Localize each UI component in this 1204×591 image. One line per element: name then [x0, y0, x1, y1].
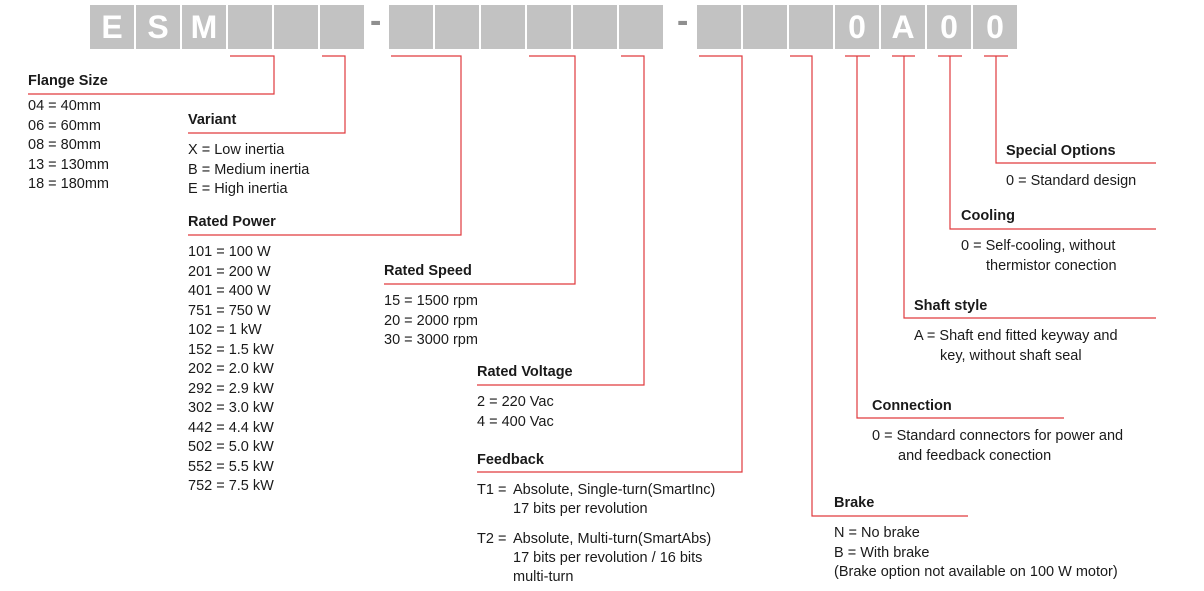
variant-connector — [188, 55, 346, 134]
power-item: 201 = 200 W — [188, 263, 271, 280]
code-box-11 — [573, 5, 617, 49]
feedback-t2-line: 17 bits per revolution / 16 bits — [513, 550, 703, 566]
power-item: 752 = 7.5 kW — [188, 478, 274, 494]
cooling-connector-drop — [949, 56, 1156, 230]
code-box-1: E — [90, 5, 134, 49]
feedback-t2-line: Absolute, Multi-turn(SmartAbs) — [513, 531, 712, 547]
code-box-3: M — [182, 5, 226, 49]
speed-title: Rated Speed — [384, 263, 472, 279]
feedback-t1-line: Absolute, Single-turn(SmartInc) — [513, 482, 716, 498]
speed-item: 15 = 1500 rpm — [384, 293, 478, 309]
feedback-t2-desc: Absolute, Multi-turn(SmartAbs) 17 bits p… — [513, 530, 711, 587]
power-item: 302 = 3.0 kW — [188, 400, 274, 416]
code-box-17: A — [881, 5, 925, 49]
flange-item: 13 = 130mm — [28, 156, 110, 173]
feedback-t2-code: T2 = — [477, 531, 507, 547]
voltage-item: 4 = 400 Vac — [477, 413, 554, 430]
power-item: 202 = 2.0 kW — [188, 361, 274, 377]
variant-items: X = Low inertia B = Medium inertia E = H… — [188, 141, 309, 200]
power-item: 292 = 2.9 kW — [188, 380, 274, 397]
connection-items: 0 = Standard connectors for power and an… — [872, 427, 1123, 466]
feedback-t2-line: multi-turn — [513, 569, 574, 585]
flange-item: 08 = 80mm — [28, 137, 101, 153]
variant-item: B = Medium inertia — [188, 161, 310, 178]
power-item: 152 = 1.5 kW — [188, 341, 274, 358]
shaft-connector-drop — [903, 56, 1156, 319]
code-box-10 — [527, 5, 571, 49]
code-box-14 — [743, 5, 787, 49]
special-items: 0 = Standard design — [1006, 172, 1136, 192]
variant-item: E = High inertia — [188, 181, 288, 197]
power-item: 502 = 5.0 kW — [188, 439, 274, 455]
cooling-item: 0 = Self-cooling, without — [961, 238, 1116, 254]
flange-item: 06 = 60mm — [28, 117, 101, 134]
shaft-items: A = Shaft end fitted keyway and key, wit… — [914, 327, 1118, 366]
voltage-title: Rated Voltage — [477, 364, 573, 380]
code-box-9 — [481, 5, 525, 49]
special-item: 0 = Standard design — [1006, 173, 1137, 189]
code-box-15 — [789, 5, 833, 49]
code-box-18: 0 — [927, 5, 971, 49]
power-item: 751 = 750 W — [188, 302, 271, 319]
brake-connector — [790, 55, 968, 517]
cooling-title: Cooling — [961, 208, 1015, 224]
speed-item: 30 = 3000 rpm — [384, 332, 478, 348]
power-item: 101 = 100 W — [188, 244, 271, 260]
feedback-title: Feedback — [477, 452, 544, 468]
brake-item: B = With brake — [834, 544, 930, 561]
connection-connector-drop — [856, 56, 1064, 419]
feedback-t1-desc: Absolute, Single-turn(SmartInc) 17 bits … — [513, 481, 715, 519]
cooling-items: 0 = Self-cooling, without thermistor con… — [961, 237, 1117, 276]
special-title: Special Options — [1006, 143, 1116, 159]
feedback-t1-code: T1 = — [477, 482, 507, 498]
power-connector — [188, 55, 462, 236]
brake-items: N = No brake B = With brake (Brake optio… — [834, 524, 1118, 583]
code-box-4 — [228, 5, 272, 49]
flange-items: 04 = 40mm 06 = 60mm 08 = 80mm 13 = 130mm… — [28, 97, 109, 195]
shaft-item: A = Shaft end fitted keyway and — [914, 328, 1118, 344]
shaft-title: Shaft style — [914, 298, 988, 314]
power-item: 442 = 4.4 kW — [188, 419, 274, 436]
connection-item: and feedback conection — [898, 447, 1052, 464]
shaft-item: key, without shaft seal — [940, 347, 1082, 364]
code-dash-2: - — [677, 2, 689, 40]
speed-item: 20 = 2000 rpm — [384, 312, 478, 329]
brake-title: Brake — [834, 495, 875, 511]
code-box-8 — [435, 5, 479, 49]
power-item: 552 = 5.5 kW — [188, 458, 274, 475]
code-box-16: 0 — [835, 5, 879, 49]
code-box-19: 0 — [973, 5, 1017, 49]
flange-connector — [28, 55, 275, 95]
code-box-12 — [619, 5, 663, 49]
power-item: 102 = 1 kW — [188, 322, 262, 338]
code-box-2: S — [136, 5, 180, 49]
code-box-5 — [274, 5, 318, 49]
connection-title: Connection — [872, 398, 952, 414]
voltage-item: 2 = 220 Vac — [477, 394, 554, 410]
variant-item: X = Low inertia — [188, 142, 285, 158]
power-items: 101 = 100 W 201 = 200 W 401 = 400 W 751 … — [188, 243, 274, 497]
flange-title: Flange Size — [28, 73, 108, 89]
voltage-items: 2 = 220 Vac 4 = 400 Vac — [477, 393, 554, 432]
flange-item: 18 = 180mm — [28, 176, 110, 192]
cooling-item: thermistor conection — [986, 257, 1117, 274]
voltage-connector — [477, 55, 645, 386]
flange-item: 04 = 40mm — [28, 98, 101, 114]
code-box-6 — [320, 5, 364, 49]
power-title: Rated Power — [188, 214, 276, 230]
speed-items: 15 = 1500 rpm 20 = 2000 rpm 30 = 3000 rp… — [384, 292, 478, 351]
feedback-t1-line: 17 bits per revolution — [513, 501, 648, 517]
variant-title: Variant — [188, 112, 237, 128]
brake-item: (Brake option not available on 100 W mot… — [834, 564, 1118, 580]
code-dash-1: - — [370, 2, 382, 40]
code-box-7 — [389, 5, 433, 49]
power-item: 401 = 400 W — [188, 283, 271, 299]
connection-item: 0 = Standard connectors for power and — [872, 428, 1124, 444]
feedback-connector — [477, 55, 743, 473]
code-box-13 — [697, 5, 741, 49]
speed-connector — [384, 55, 576, 285]
brake-item: N = No brake — [834, 525, 920, 541]
special-connector-drop — [995, 56, 1156, 164]
